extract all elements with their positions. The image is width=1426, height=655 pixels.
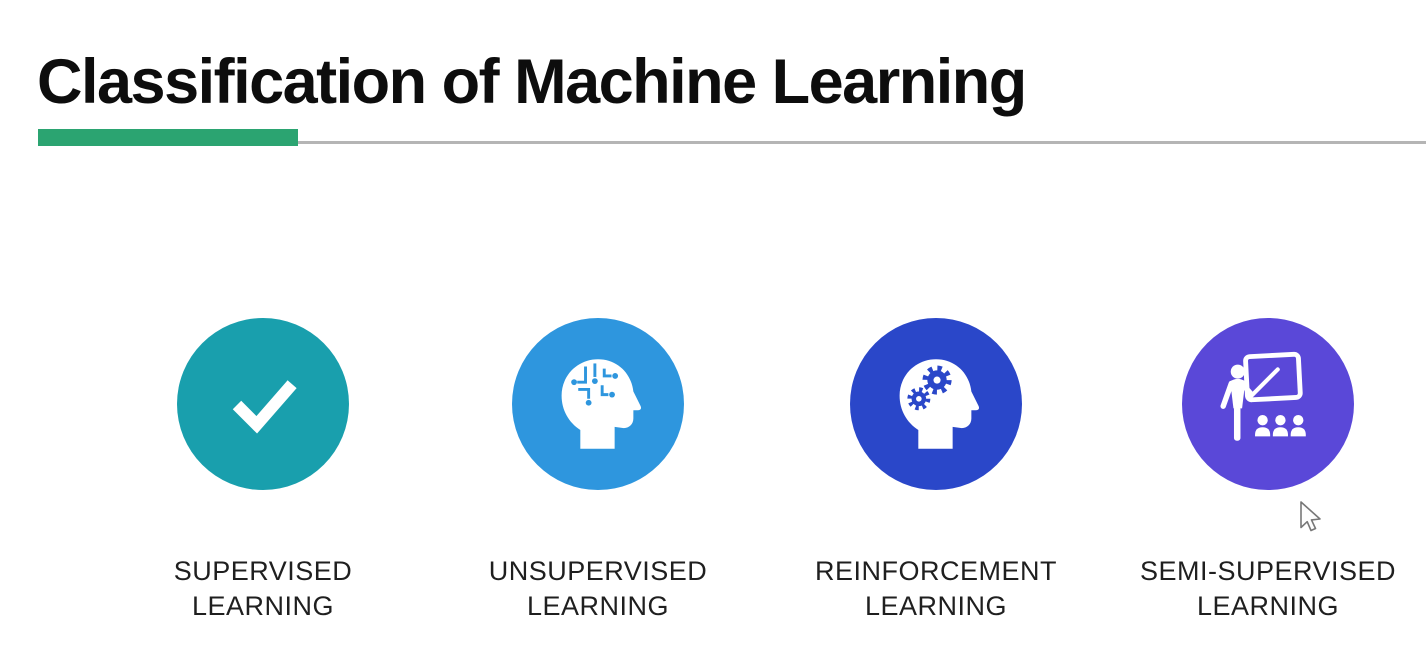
category-card-reinforcement: REINFORCEMENT LEARNING [766, 318, 1106, 624]
category-label-line1: SUPERVISED [173, 556, 353, 586]
category-label-line1: SEMI-SUPERVISED [1139, 556, 1397, 586]
arrow-pointer-icon [1294, 499, 1322, 537]
category-label-line1: UNSUPERVISED [488, 556, 708, 586]
category-label: SUPERVISED LEARNING [174, 554, 353, 624]
category-card-semi-supervised: SEMI-SUPERVISED LEARNING [1098, 318, 1426, 624]
category-card-supervised: SUPERVISED LEARNING [93, 318, 433, 624]
category-label-line2: LEARNING [191, 591, 335, 621]
accent-bar [38, 129, 298, 146]
divider-line [38, 141, 1426, 144]
category-label: REINFORCEMENT LEARNING [815, 554, 1057, 624]
category-label-line2: LEARNING [526, 591, 670, 621]
teacher-board-icon [1214, 350, 1322, 458]
supervised-circle [177, 318, 349, 490]
category-label: UNSUPERVISED LEARNING [489, 554, 708, 624]
checkmark-icon [211, 352, 315, 456]
reinforcement-circle [850, 318, 1022, 490]
circuit-brain-head-icon [546, 352, 650, 456]
category-label-line2: LEARNING [864, 591, 1008, 621]
unsupervised-circle [512, 318, 684, 490]
semi-supervised-circle [1182, 318, 1354, 490]
category-label-line1: REINFORCEMENT [815, 556, 1057, 586]
gears-head-icon [884, 352, 988, 456]
category-card-unsupervised: UNSUPERVISED LEARNING [428, 318, 768, 624]
category-label-line2: LEARNING [1196, 591, 1340, 621]
category-label: SEMI-SUPERVISED LEARNING [1140, 554, 1396, 624]
page-title: Classification of Machine Learning [37, 47, 1027, 118]
